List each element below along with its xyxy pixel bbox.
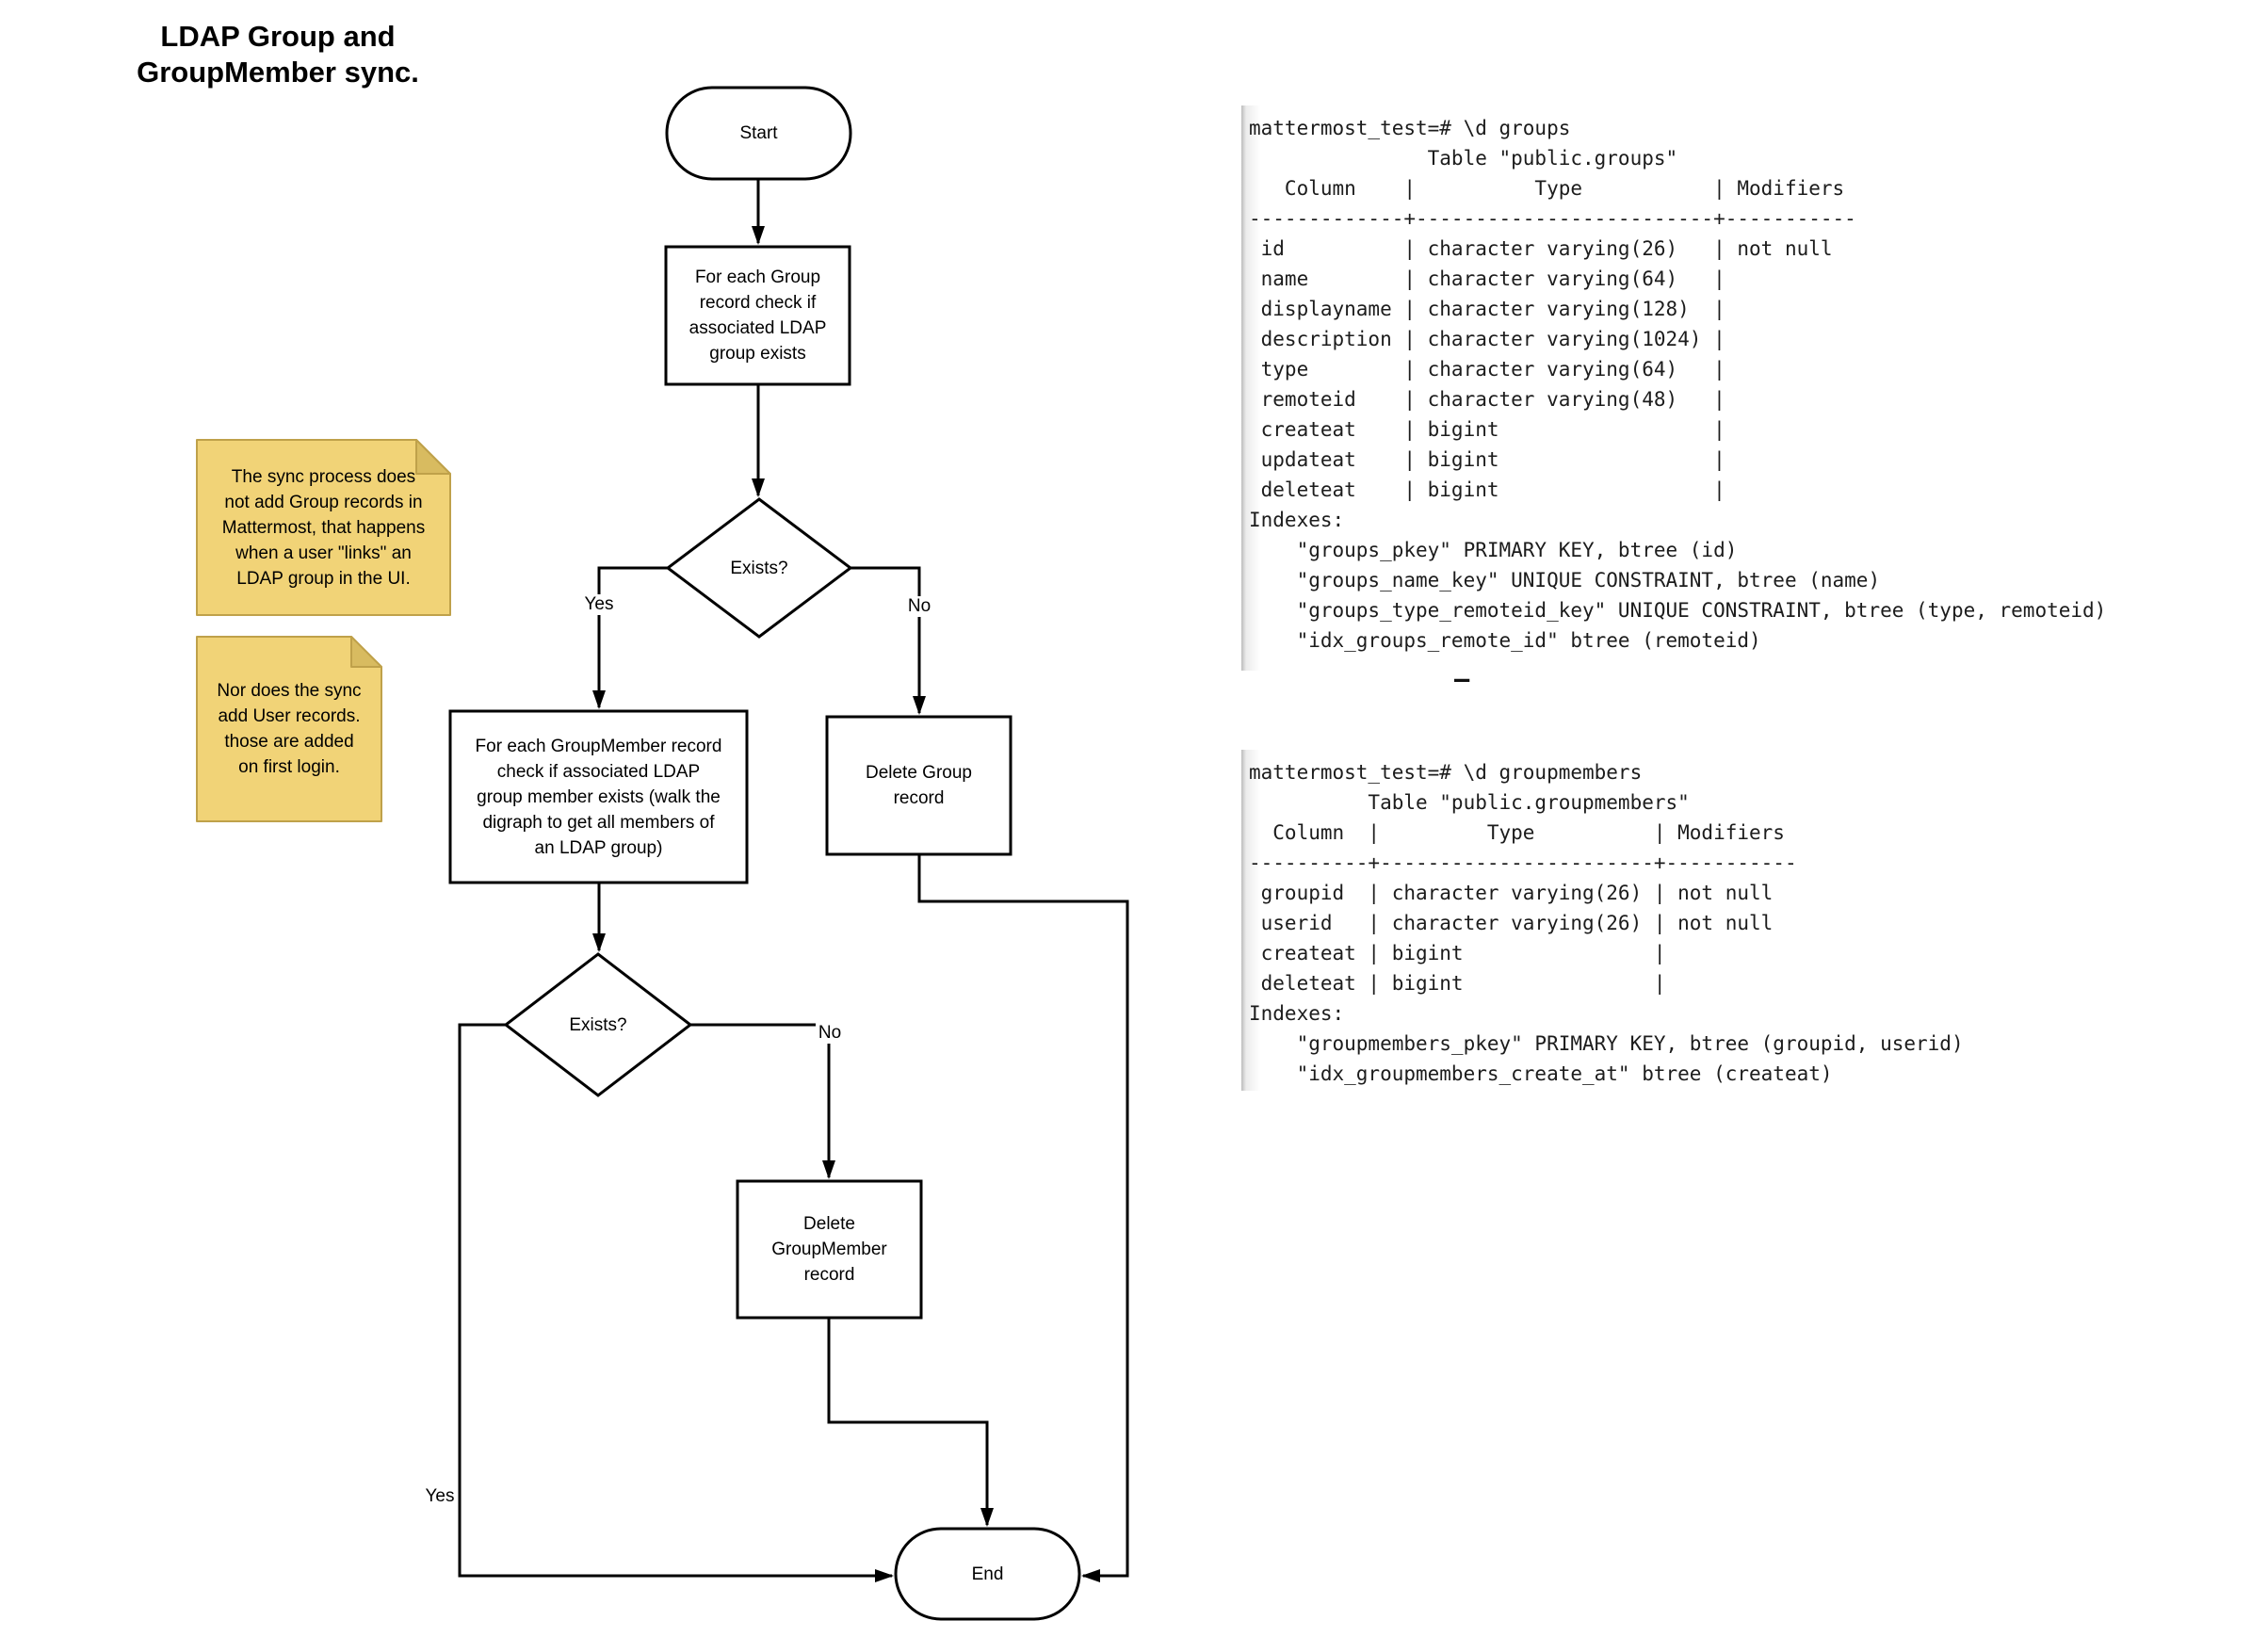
note1-text: The sync process does not add Group reco… [221, 466, 426, 589]
edge-label-yes1: Yes [566, 592, 632, 618]
delete-group-box-shape [825, 715, 1012, 856]
exists2-diamond-shape [503, 952, 693, 1097]
terminal-groupmembers-text: mattermost_test=# \d groupmembers Table … [1249, 761, 1964, 1085]
edge-exists2-yes-to-end [458, 1023, 894, 1582]
start-node-shape [665, 86, 852, 181]
note1-fold-corner [415, 439, 451, 475]
check-group-box-label: For each Group record check if associate… [688, 267, 827, 364]
edge-label-yes1-text: Yes [581, 594, 617, 615]
note1-shape [196, 439, 451, 616]
separator-dash: – [1454, 665, 1470, 694]
delete-group-box-label: Delete Group record [865, 763, 972, 808]
terminal-groupmembers-table: mattermost_test=# \d groupmembers Table … [1241, 750, 1995, 1091]
edge-exists2-no [690, 1023, 835, 1179]
delete-groupmember-box-label: Delete GroupMember record [771, 1214, 887, 1285]
edge-delete-groupmember-to-end [827, 1318, 994, 1527]
edge-exists1-no [850, 566, 926, 715]
check-groupmember-box-shape [448, 709, 749, 884]
end-node-label: End [971, 1564, 1004, 1584]
end-node-shape [894, 1527, 1081, 1621]
edge-label-yes2: Yes [407, 1483, 473, 1510]
note2-fold-corner [350, 636, 382, 668]
terminal-groups-table: mattermost_test=# \d groups Table "publi… [1241, 105, 2176, 671]
exists2-diamond-label: Exists? [569, 1014, 627, 1035]
exists1-diamond-label: Exists? [730, 558, 788, 578]
start-node-label: Start [739, 123, 778, 143]
delete-groupmember-box-shape [736, 1179, 923, 1320]
check-group-box-shape [664, 245, 851, 386]
note2-text: Nor does the sync add User records. thos… [217, 681, 362, 777]
exists1-diamond-shape [665, 497, 853, 639]
edge-delete-group-to-end [917, 854, 1129, 1582]
edge-label-no2: No [797, 1020, 863, 1046]
diagram-title: LDAP Group and GroupMember sync. [137, 20, 419, 89]
edge-label-no1-text: No [904, 596, 934, 617]
edge-label-yes2-text: Yes [422, 1486, 458, 1507]
check-groupmember-box-label: For each GroupMember record check if ass… [475, 736, 722, 858]
edge-label-no2-text: No [815, 1023, 845, 1044]
terminal-groups-text: mattermost_test=# \d groups Table "publi… [1249, 117, 2107, 652]
edge-label-no1: No [886, 593, 952, 620]
note2-shape [196, 636, 382, 822]
edge-exists1-yes [592, 566, 668, 709]
